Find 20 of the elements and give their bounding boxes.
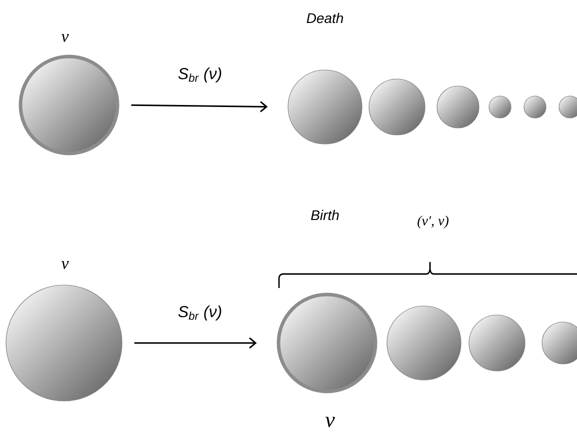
sphere	[524, 96, 546, 118]
sphere	[6, 284, 122, 402]
sphere	[468, 314, 526, 372]
arrow	[131, 101, 268, 112]
sphere	[488, 96, 512, 118]
sphere	[436, 86, 480, 128]
sphere	[368, 78, 426, 136]
text-label: Death	[306, 12, 344, 24]
sphere	[288, 70, 362, 144]
edge-label: S$_{br}$ (ν)	[178, 68, 222, 82]
text-label: (ν′, ν)	[418, 216, 448, 228]
arrow	[134, 337, 257, 349]
text-label: Birth	[311, 210, 339, 220]
symbol-label: ν	[325, 416, 335, 428]
sphere	[18, 54, 120, 156]
sphere	[276, 292, 378, 394]
symbol-label: ν	[61, 34, 69, 42]
edge-label: S$_{br}$ (ν)	[178, 306, 222, 320]
sphere	[386, 306, 462, 380]
symbol-label: ν	[61, 261, 69, 269]
